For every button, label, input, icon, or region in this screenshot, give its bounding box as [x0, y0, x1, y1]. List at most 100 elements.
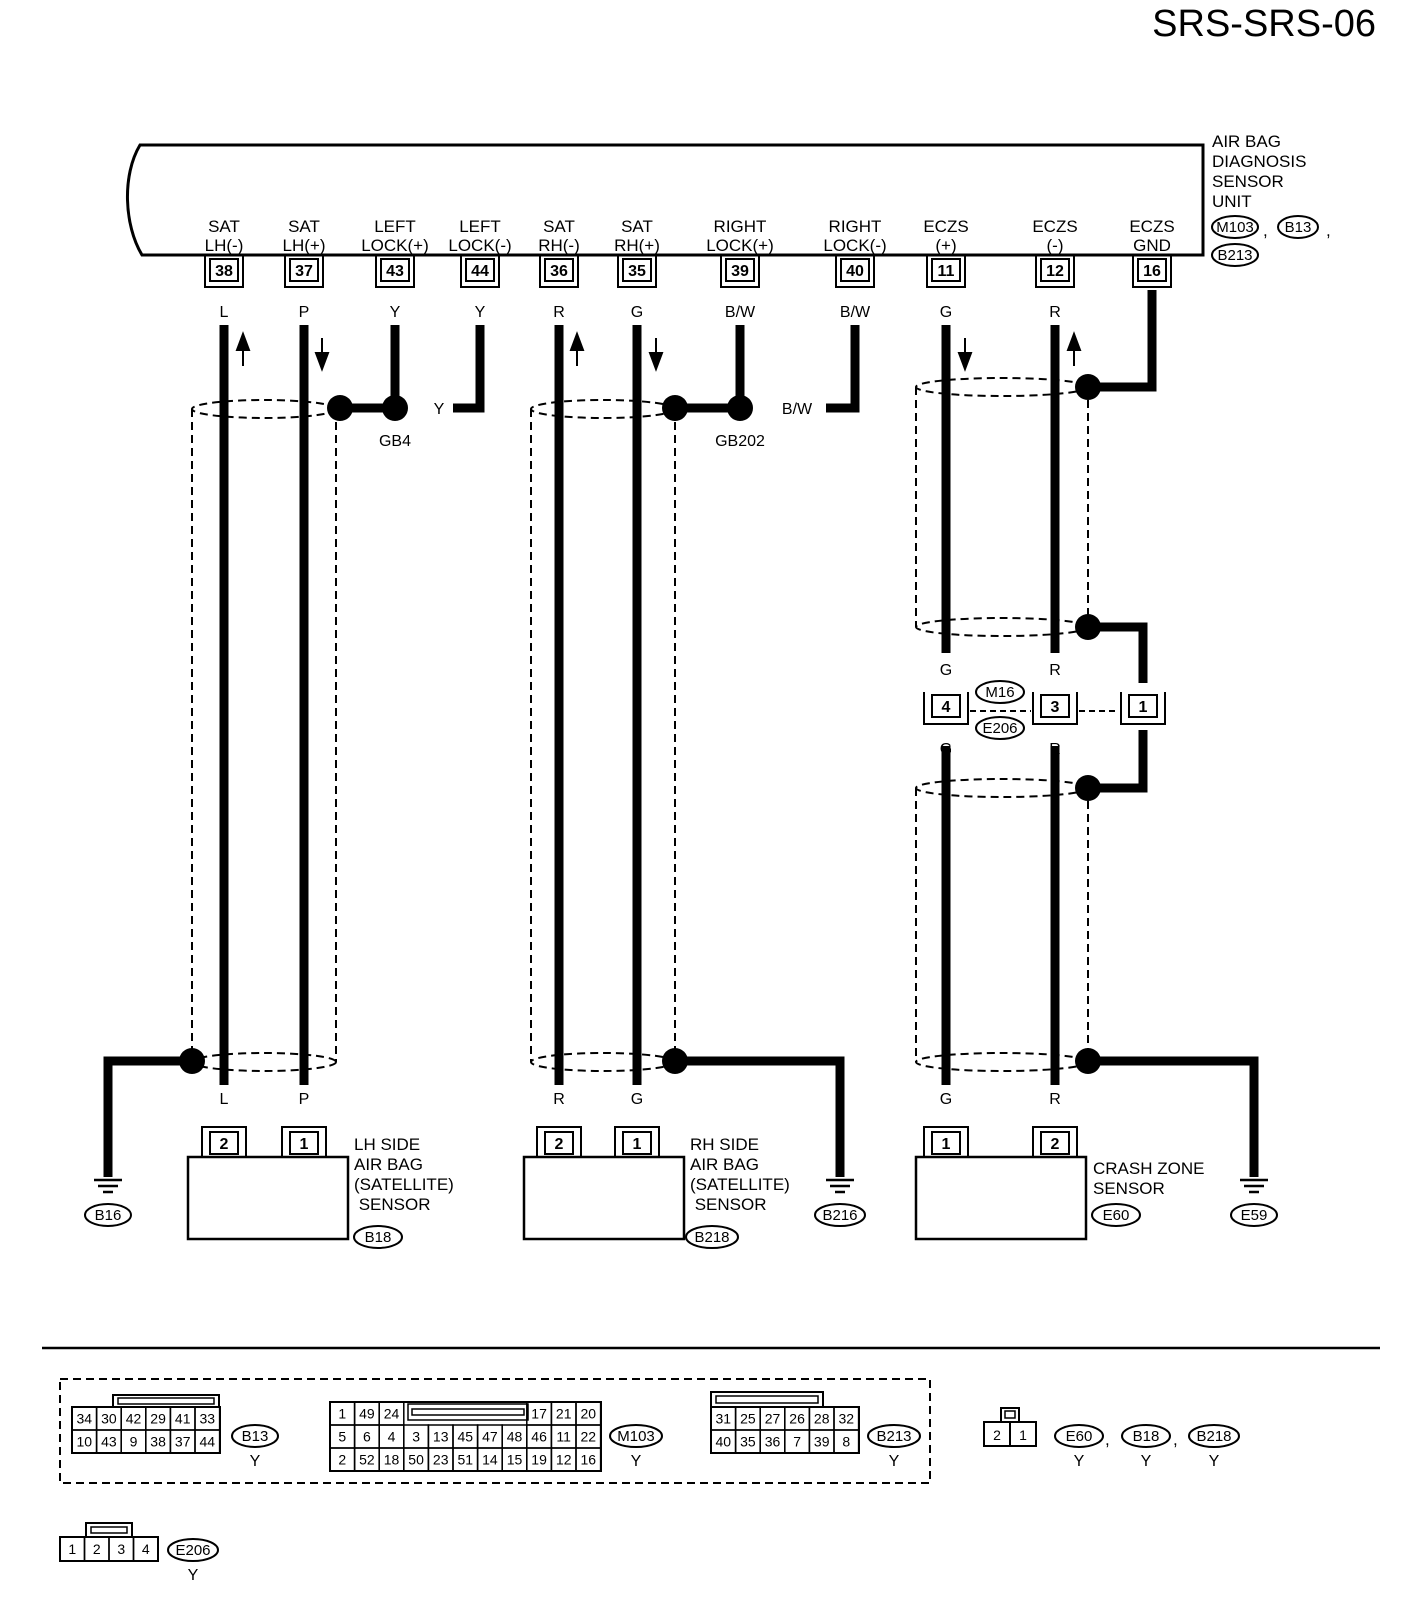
terminal-35: SAT RH(+) 35 G — [614, 217, 660, 321]
m103-cavity: 24 — [384, 1406, 400, 1422]
svg-text:E206: E206 — [175, 1542, 210, 1559]
terminal-38: SAT LH(-) 38 L — [204, 217, 244, 321]
m103-cavity: 2 — [338, 1452, 346, 1468]
svg-text:1: 1 — [942, 1136, 951, 1153]
svg-text:SENSOR: SENSOR — [690, 1195, 767, 1214]
svg-text:4: 4 — [942, 699, 951, 716]
e206-cavity: 3 — [117, 1541, 125, 1557]
svg-text:,: , — [1263, 221, 1268, 240]
b213-cavity: 25 — [740, 1411, 756, 1427]
svg-text:G: G — [940, 741, 952, 758]
b213-cavity: 31 — [716, 1411, 732, 1427]
m103-cavity: 5 — [338, 1429, 346, 1445]
m103-cavity: 49 — [359, 1406, 375, 1422]
b13-cavity: 41 — [175, 1411, 191, 1427]
svg-text:38: 38 — [215, 263, 233, 280]
m103-cavity: 22 — [581, 1429, 597, 1445]
b213-cavity: 39 — [814, 1434, 830, 1450]
unit-name-4: UNIT — [1212, 192, 1252, 211]
svg-text:B/W: B/W — [725, 304, 756, 321]
svg-text:LEFT: LEFT — [459, 217, 501, 236]
svg-text:R: R — [1049, 1091, 1061, 1108]
b13-cavity: 37 — [175, 1434, 191, 1450]
m103-cavity: 18 — [384, 1452, 400, 1468]
terminal-11: ECZS (+) 11 G — [923, 217, 968, 321]
svg-text:LOCK(+): LOCK(+) — [361, 236, 429, 255]
svg-text:Y: Y — [188, 1567, 199, 1584]
gb202-wire: B/W — [782, 401, 813, 418]
svg-text:ECZS: ECZS — [1032, 217, 1077, 236]
svg-text:39: 39 — [731, 263, 749, 280]
svg-text:LEFT: LEFT — [374, 217, 416, 236]
svg-text:SAT: SAT — [621, 217, 653, 236]
m103-cavity: 4 — [388, 1429, 396, 1445]
svg-text:B13: B13 — [242, 1428, 269, 1445]
svg-text:1: 1 — [633, 1136, 642, 1153]
junction-gb202 — [727, 395, 753, 421]
gb202-label: GB202 — [715, 433, 765, 450]
svg-text:(+): (+) — [935, 236, 956, 255]
svg-text:36: 36 — [550, 263, 568, 280]
m103-cavity: 19 — [531, 1452, 547, 1468]
gb4-wire: Y — [434, 401, 445, 418]
b13-cavity: 43 — [101, 1434, 117, 1450]
svg-text:B213: B213 — [876, 1428, 911, 1445]
ground-e59: E59 — [1230, 1178, 1278, 1227]
svg-text:40: 40 — [846, 263, 864, 280]
svg-text:E59: E59 — [1241, 1207, 1268, 1224]
b13-cavity: 38 — [150, 1434, 166, 1450]
svg-text:AIR BAG: AIR BAG — [354, 1155, 423, 1174]
b13-cavity: 29 — [150, 1411, 166, 1427]
svg-text:G: G — [940, 1091, 952, 1108]
svg-text:2: 2 — [1051, 1136, 1060, 1153]
connector-b18: B18 — [365, 1229, 392, 1246]
terminal-39: RIGHT LOCK(+) 39 B/W — [706, 217, 774, 321]
m103-cavity: 52 — [359, 1452, 375, 1468]
svg-text:2: 2 — [555, 1136, 564, 1153]
svg-text:M103: M103 — [617, 1428, 655, 1445]
svg-text:16: 16 — [1143, 263, 1161, 280]
svg-text:2: 2 — [220, 1136, 229, 1153]
svg-text:LOCK(+): LOCK(+) — [706, 236, 774, 255]
svg-text:G: G — [631, 1091, 643, 1108]
connector-e60: E60 — [1103, 1207, 1130, 1224]
rh-side-air-bag-sensor: R G 2 1 RH SIDE AIR BAG (SATELLITE) SENS… — [522, 1091, 790, 1249]
unit-connector-m103: M103 — [1216, 219, 1254, 236]
b213-cavity: 26 — [789, 1411, 805, 1427]
svg-text:R: R — [1049, 662, 1061, 679]
svg-text:R: R — [1049, 741, 1061, 758]
svg-text:R: R — [553, 304, 565, 321]
svg-text:(SATELLITE): (SATELLITE) — [690, 1175, 790, 1194]
e206-cavity: 2 — [93, 1541, 101, 1557]
svg-text:RH(+): RH(+) — [614, 236, 660, 255]
svg-text:11: 11 — [938, 263, 955, 280]
svg-text:Y: Y — [1074, 1453, 1085, 1470]
m103-cavity: 6 — [363, 1429, 371, 1445]
shield-splice-lh — [327, 395, 353, 421]
m103-cavity: 20 — [581, 1406, 597, 1422]
svg-text:P: P — [299, 304, 310, 321]
svg-text:3: 3 — [1051, 699, 1060, 716]
svg-text:LH(-): LH(-) — [205, 236, 244, 255]
air-bag-diagnosis-sensor-unit: AIR BAG DIAGNOSIS SENSOR UNIT M103 , B13… — [125, 132, 1331, 267]
terminal-16: ECZS GND 16 — [1129, 217, 1175, 288]
b213-cavity: 28 — [814, 1411, 830, 1427]
svg-text:,: , — [1326, 221, 1331, 240]
svg-text:RIGHT: RIGHT — [714, 217, 767, 236]
m103-cavity: 46 — [531, 1429, 547, 1445]
svg-text:AIR BAG: AIR BAG — [690, 1155, 759, 1174]
svg-text:2: 2 — [993, 1427, 1001, 1443]
m103-cavity: 48 — [507, 1429, 523, 1445]
svg-text:Y: Y — [1209, 1453, 1220, 1470]
b13-cavity: 9 — [130, 1434, 138, 1450]
svg-text:CRASH ZONE: CRASH ZONE — [1093, 1159, 1204, 1178]
svg-text:E60: E60 — [1066, 1428, 1093, 1445]
connector-b218: B218 — [694, 1229, 729, 1246]
b13-cavity: 42 — [126, 1411, 142, 1427]
svg-text:G: G — [940, 662, 952, 679]
terminal-12: ECZS (-) 12 R — [1032, 217, 1077, 321]
svg-text:1: 1 — [300, 1136, 309, 1153]
